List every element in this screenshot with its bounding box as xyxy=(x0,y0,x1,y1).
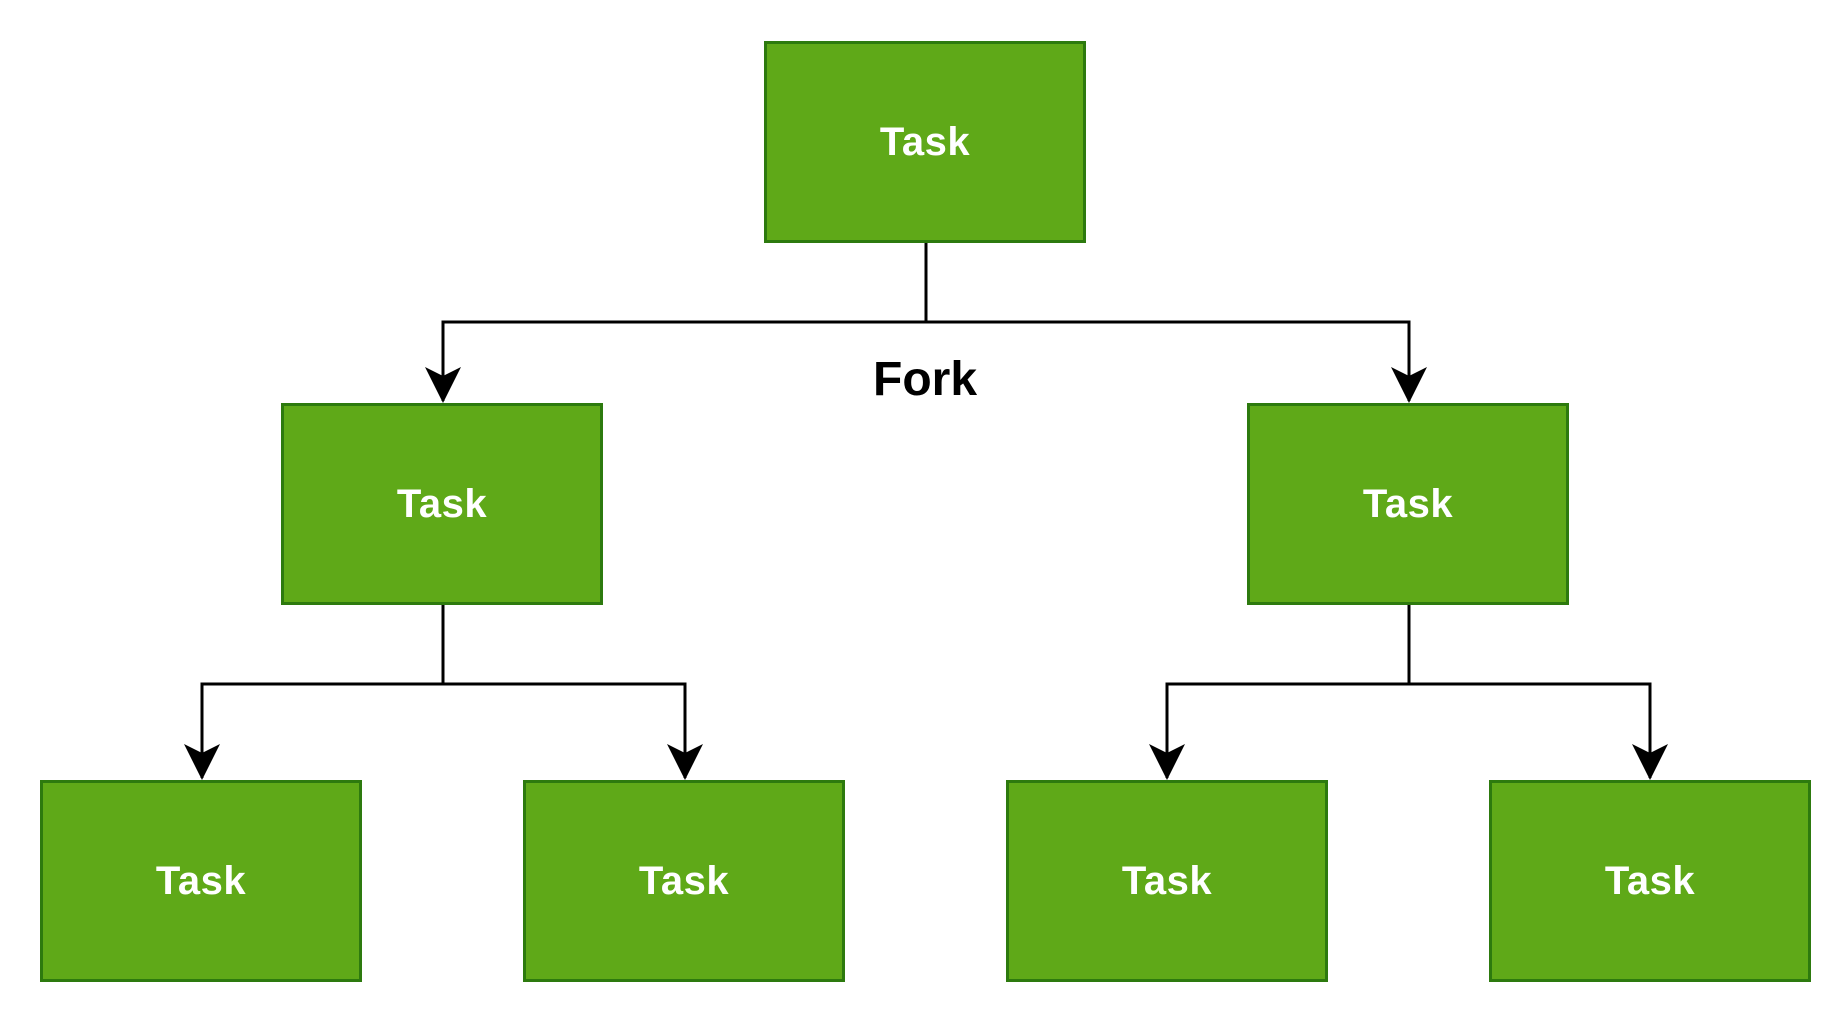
task-label: Task xyxy=(879,119,971,164)
arrowhead-left xyxy=(425,367,461,403)
edge-right-right-left xyxy=(1165,605,1411,778)
edge-root-left xyxy=(441,243,928,401)
task-label: Task xyxy=(396,481,488,526)
fork-label: Fork xyxy=(873,353,978,406)
arrowhead-right-left xyxy=(1149,744,1185,780)
edge-left-left-left xyxy=(200,605,445,778)
edge-root-right xyxy=(926,320,1411,401)
task-label: Task xyxy=(1121,858,1213,903)
task-label: Task xyxy=(1362,481,1454,526)
task-label: Task xyxy=(1604,858,1696,903)
task-node-root[interactable]: Task xyxy=(764,41,1086,243)
task-node-left-left[interactable]: Task xyxy=(40,780,362,982)
arrowhead-right xyxy=(1391,367,1427,403)
task-node-right-left[interactable]: Task xyxy=(1006,780,1328,982)
task-node-left[interactable]: Task xyxy=(281,403,603,605)
task-label: Task xyxy=(155,858,247,903)
arrowhead-left-right xyxy=(667,744,703,780)
task-node-right-right[interactable]: Task xyxy=(1489,780,1811,982)
task-node-left-right[interactable]: Task xyxy=(523,780,845,982)
arrowhead-right-right xyxy=(1632,744,1668,780)
task-node-right[interactable]: Task xyxy=(1247,403,1569,605)
task-label: Task xyxy=(638,858,730,903)
edge-right-right-right xyxy=(1409,682,1652,778)
arrowhead-left-left xyxy=(184,744,220,780)
edge-left-left-right xyxy=(443,682,687,778)
